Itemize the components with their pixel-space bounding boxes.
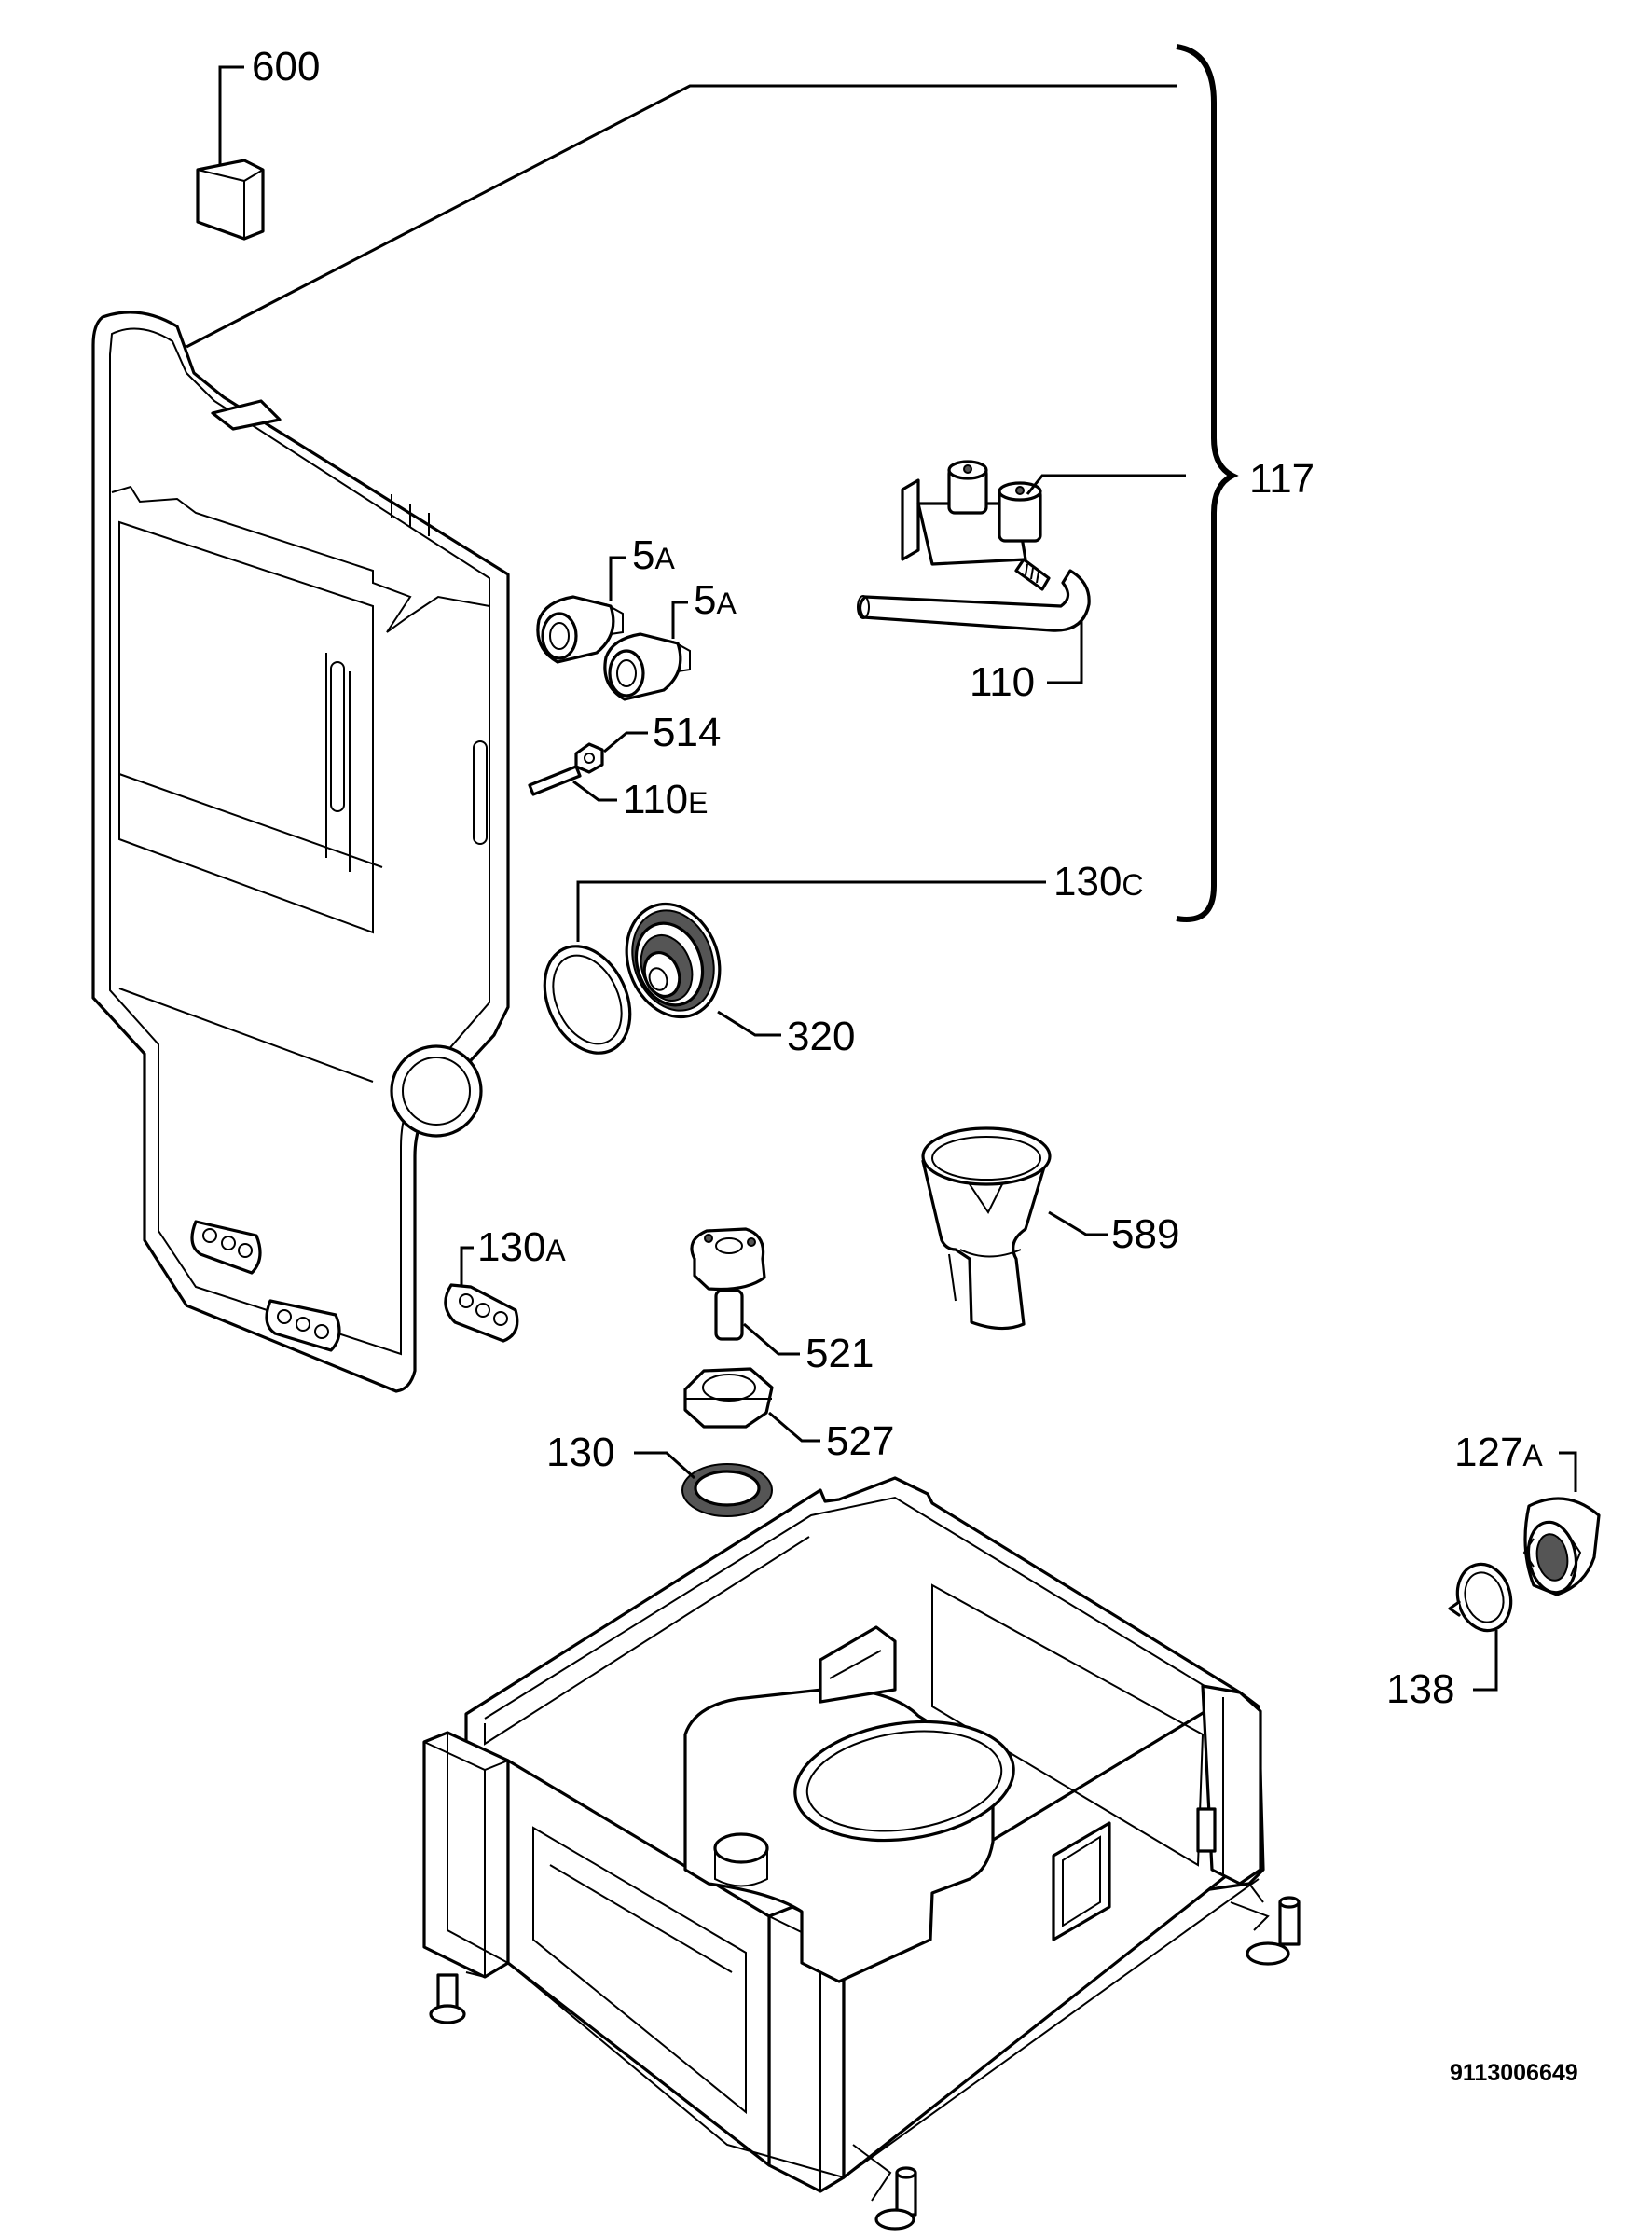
part-117-water-valve[interactable]	[901, 460, 1051, 591]
leader-130	[634, 1451, 696, 1480]
leader-589	[1048, 1210, 1108, 1236]
leader-527	[768, 1411, 820, 1443]
part-527-nut[interactable]	[683, 1367, 774, 1429]
part-600-block[interactable]	[196, 159, 265, 241]
part-110-hose[interactable]	[857, 569, 1091, 632]
leader-600	[218, 65, 244, 166]
part-110e-hose[interactable]	[528, 765, 582, 796]
diagram-reference-number: 9113006649	[1450, 2060, 1578, 2086]
label-110e: 110E	[623, 777, 709, 822]
leader-5a-2	[671, 601, 688, 639]
part-5a-switch-1[interactable]	[536, 595, 624, 664]
label-521: 521	[805, 1331, 874, 1376]
part-138-clamp[interactable]	[1448, 1558, 1518, 1637]
label-130: 130	[546, 1430, 614, 1475]
part-130c-gasket[interactable]	[529, 932, 647, 1067]
part-127a-fitting[interactable]	[1522, 1497, 1601, 1596]
label-527: 527	[826, 1418, 894, 1464]
leader-117-diag	[186, 84, 1177, 349]
leader-521	[743, 1322, 800, 1356]
leader-138	[1473, 1630, 1498, 1692]
base-foot-left[interactable]	[429, 1973, 466, 2024]
label-138: 138	[1386, 1666, 1454, 1712]
leader-130c	[576, 880, 1046, 942]
part-130-ring[interactable]	[681, 1463, 773, 1517]
side-panel[interactable]	[91, 311, 510, 1393]
label-5a-2: 5A	[694, 577, 737, 623]
leader-514	[603, 731, 648, 753]
label-589: 589	[1111, 1211, 1179, 1257]
leader-110e	[572, 780, 617, 802]
label-514: 514	[653, 710, 721, 755]
base-frame[interactable]	[422, 1476, 1270, 2202]
label-600: 600	[252, 44, 320, 90]
label-127a: 127A	[1454, 1430, 1543, 1475]
part-320-air-break[interactable]	[612, 891, 736, 1029]
bracket-117	[1176, 44, 1239, 922]
leader-5a-1	[609, 556, 626, 601]
label-5a-1: 5A	[632, 532, 675, 578]
part-514-fitting[interactable]	[574, 742, 604, 774]
label-130c: 130C	[1053, 859, 1144, 905]
part-589-funnel[interactable]	[921, 1126, 1052, 1331]
leader-117-valve	[1026, 474, 1186, 495]
label-117: 117	[1249, 456, 1315, 502]
part-521-connector[interactable]	[690, 1227, 766, 1341]
leader-130a	[460, 1246, 474, 1285]
base-foot-right[interactable]	[1246, 1896, 1301, 1966]
leader-320	[717, 1010, 781, 1037]
leader-127a	[1559, 1451, 1577, 1492]
part-130a-gasket[interactable]	[444, 1283, 519, 1343]
base-foot-front[interactable]	[874, 2166, 917, 2231]
label-110: 110	[970, 659, 1035, 705]
leader-110	[1047, 621, 1083, 684]
label-130a: 130A	[477, 1224, 566, 1270]
label-320: 320	[787, 1014, 855, 1059]
part-5a-switch-2[interactable]	[603, 632, 691, 701]
